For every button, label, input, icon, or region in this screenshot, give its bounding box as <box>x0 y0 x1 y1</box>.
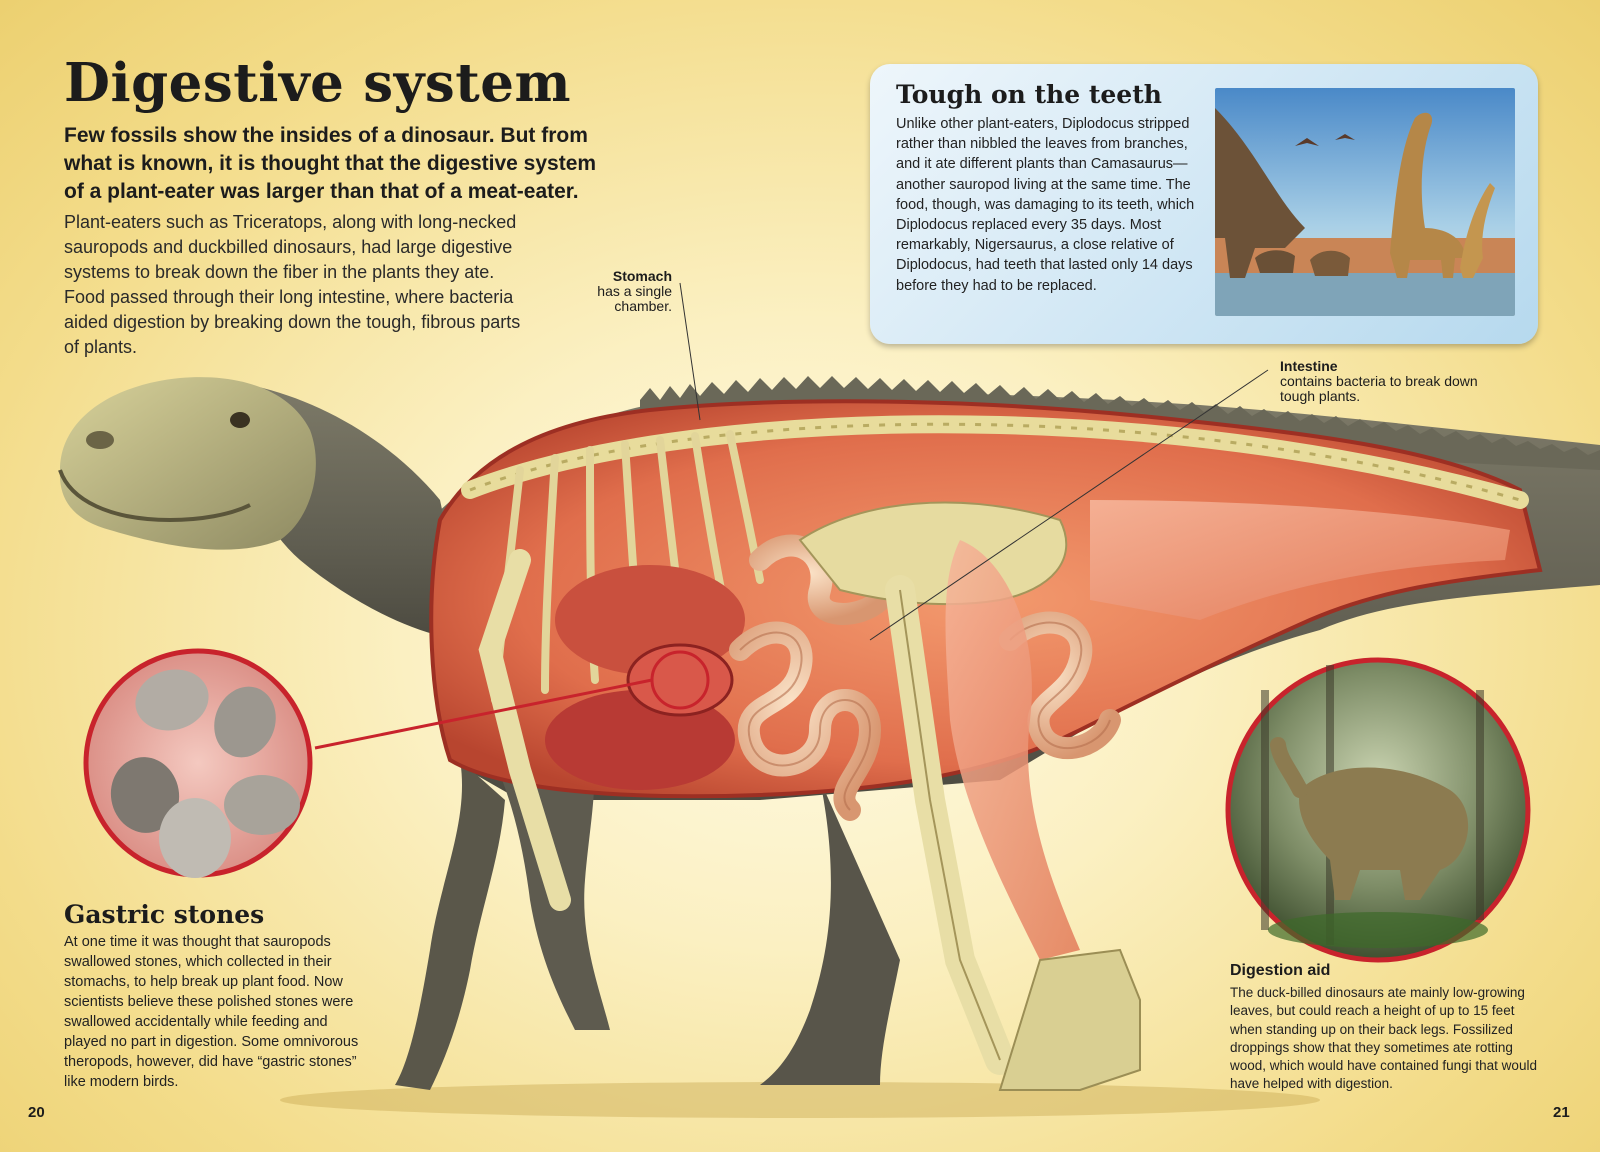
intestine-label-text: contains bacteria to break down tough pl… <box>1280 373 1478 404</box>
intro-lead: Few fossils show the insides of a dinosa… <box>64 124 597 203</box>
sidebar-tough-on-teeth: Tough on the teeth Unlike other plant-ea… <box>870 64 1538 344</box>
gastric-stones-title: Gastric stones <box>64 900 265 929</box>
page-title: Digestive system <box>64 52 572 114</box>
digestion-aid-title: Digestion aid <box>1230 962 1331 979</box>
digestion-aid-text: The duck-billed dinosaurs ate mainly low… <box>1230 985 1537 1092</box>
sidebar-title: Tough on the teeth <box>896 80 1162 109</box>
stomach-label-text: has a single chamber. <box>597 283 672 314</box>
page-number-left: 20 <box>28 1104 45 1121</box>
gastric-stone-icons <box>110 669 300 878</box>
sidebar-text: Unlike other plant-eaters, Diplodocus st… <box>896 116 1195 294</box>
intro-body: Plant-eaters such as Triceratops, along … <box>64 212 521 357</box>
sauropod-photo <box>1215 88 1515 316</box>
page-number-right: 21 <box>1553 1104 1570 1121</box>
intestine-label-title: Intestine <box>1280 358 1338 374</box>
gastric-stones-text: At one time it was thought that sauropod… <box>64 934 359 1090</box>
stomach-label: Stomach has a single chamber. <box>560 268 672 314</box>
intestine-label: Intestine contains bacteria to break dow… <box>1280 358 1500 404</box>
stomach-label-title: Stomach <box>612 268 672 284</box>
